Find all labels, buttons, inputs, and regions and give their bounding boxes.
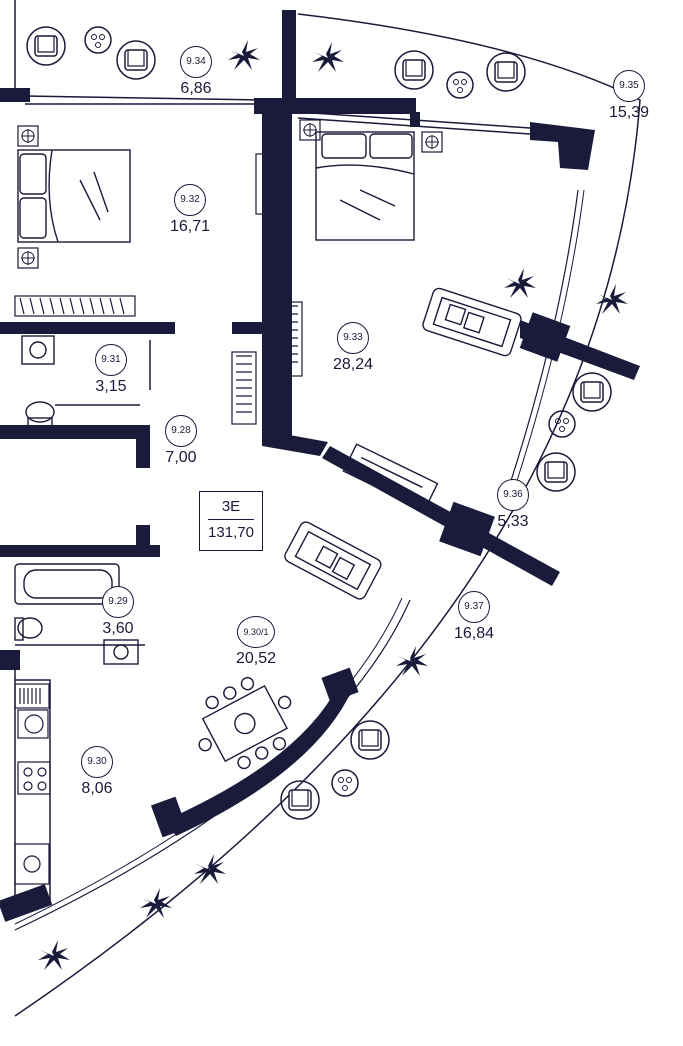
bed-master-icon	[315, 131, 415, 241]
room-label-9-36: 9.36 5,33	[497, 479, 529, 531]
wardrobe-hall-icon	[231, 301, 303, 425]
room-label-9-32: 9.32 16,71	[170, 184, 210, 236]
bathtub-icon	[14, 563, 120, 605]
room-label-9-29: 9.29 3,60	[102, 586, 134, 638]
bed-icon	[17, 149, 131, 243]
plant-icon	[228, 40, 260, 70]
apartment-total-area: 131,70	[208, 524, 254, 541]
glazing-arc	[14, 599, 411, 931]
room-label-9-28: 9.28 7,00	[165, 415, 197, 467]
dining-table-icon	[198, 676, 292, 770]
balcony-outer-edge	[14, 13, 641, 1017]
room-label-9-30-1: 9.30/1 20,52	[236, 616, 276, 668]
room-label-9-34: 9.34 6,86	[180, 46, 212, 98]
room-label-9-35: 9.35 15,39	[609, 70, 649, 122]
sink-icon	[21, 335, 55, 365]
room-label-9-30: 9.30 8,06	[81, 746, 113, 798]
kitchen-counter	[14, 683, 51, 885]
wardrobe-icon	[14, 295, 136, 317]
room-label-9-31: 9.31 3,15	[95, 344, 127, 396]
sofa-icon	[284, 287, 522, 600]
apartment-code: 3E	[208, 498, 254, 520]
stove-icon	[17, 761, 51, 795]
room-label-9-37: 9.37 16,84	[454, 591, 494, 643]
apartment-summary: 3E 131,70	[199, 491, 263, 551]
toilet-icon	[25, 401, 55, 423]
room-label-9-33: 9.33 28,24	[333, 322, 373, 374]
